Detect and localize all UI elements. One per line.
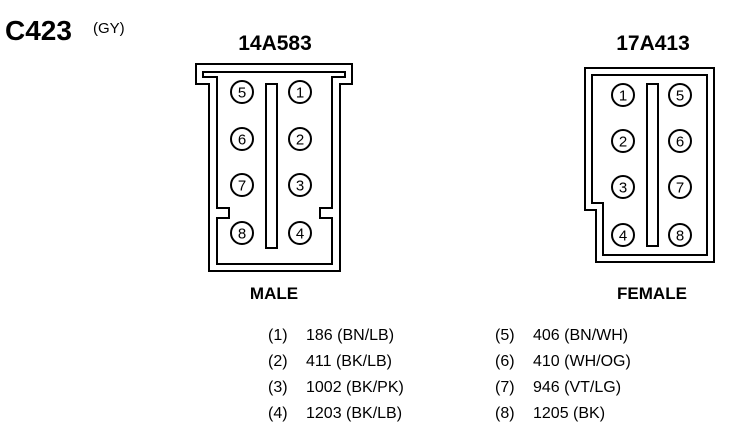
circuit-pin: (5) <box>495 327 515 344</box>
male-pin-2: 2 <box>288 127 312 151</box>
circuit-row: (8) 1205 (BK) <box>495 401 631 427</box>
female-pin-label: 4 <box>619 228 627 245</box>
female-pin-label: 3 <box>619 180 627 197</box>
female-pin-6: 6 <box>668 129 692 153</box>
female-part-number: 17A413 <box>616 32 690 55</box>
male-pin-7: 7 <box>230 173 254 197</box>
circuit-row: (1) 186 (BN/LB) <box>268 323 404 349</box>
female-pin-label: 7 <box>676 180 684 197</box>
male-pin-5: 5 <box>230 80 254 104</box>
circuit-value: 410 (WH/OG) <box>533 353 631 370</box>
female-pin-4: 4 <box>611 223 635 247</box>
circuit-value: 186 (BN/LB) <box>306 327 395 344</box>
female-label: FEMALE <box>617 284 687 303</box>
female-pin-label: 1 <box>619 88 627 105</box>
female-pin-label: 5 <box>676 88 684 105</box>
male-pin-grid: 5 6 7 8 1 2 3 4 <box>230 80 312 245</box>
circuit-row: (4) 1203 (BK/LB) <box>268 401 404 427</box>
male-connector-body <box>195 63 353 272</box>
male-pin-label: 4 <box>296 226 304 243</box>
female-pin-label: 6 <box>676 134 684 151</box>
male-pin-label: 3 <box>296 178 304 195</box>
circuit-row: (2) 411 (BK/LB) <box>268 349 404 375</box>
female-pin-8: 8 <box>668 223 692 247</box>
circuit-row: (3) 1002 (BK/PK) <box>268 375 404 401</box>
connector-id: C423 <box>5 15 72 46</box>
male-part-number: 14A583 <box>238 32 312 55</box>
female-pin-label: 2 <box>619 134 627 151</box>
circuit-value: 1203 (BK/LB) <box>306 405 403 422</box>
circuit-pin: (3) <box>268 379 288 396</box>
circuit-value: 946 (VT/LG) <box>533 379 622 396</box>
male-pin-label: 8 <box>238 226 246 243</box>
female-pin-label: 8 <box>676 228 684 245</box>
circuit-pin: (1) <box>268 327 288 344</box>
circuit-pin: (2) <box>268 353 288 370</box>
connector-color-code: (GY) <box>93 20 125 37</box>
circuit-pin: (8) <box>495 405 515 422</box>
female-pin-2: 2 <box>611 129 635 153</box>
female-pin-3: 3 <box>611 175 635 199</box>
circuit-pin: (4) <box>268 405 288 422</box>
male-pin-label: 5 <box>238 85 246 102</box>
female-pin-grid: 1 2 3 4 5 6 7 8 <box>611 83 692 247</box>
circuit-legend-right: (5) 406 (BN/WH) (6) 410 (WH/OG) (7) 946 … <box>495 323 631 427</box>
female-connector-body <box>584 67 715 263</box>
female-pin-7: 7 <box>668 175 692 199</box>
circuit-row: (5) 406 (BN/WH) <box>495 323 631 349</box>
circuit-legend-left: (1) 186 (BN/LB) (2) 411 (BK/LB) (3) 1002… <box>268 323 404 427</box>
male-pin-label: 6 <box>238 132 246 149</box>
male-pin-1: 1 <box>288 80 312 104</box>
circuit-value: 1002 (BK/PK) <box>306 379 404 396</box>
male-label: MALE <box>250 284 298 303</box>
male-pin-6: 6 <box>230 127 254 151</box>
circuit-value: 1205 (BK) <box>533 405 606 422</box>
male-pin-3: 3 <box>288 173 312 197</box>
circuit-value: 406 (BN/WH) <box>533 327 629 344</box>
circuit-row: (7) 946 (VT/LG) <box>495 375 631 401</box>
circuit-pin: (6) <box>495 353 515 370</box>
female-pin-1: 1 <box>611 83 635 107</box>
male-pin-label: 2 <box>296 132 304 149</box>
female-pin-5: 5 <box>668 83 692 107</box>
circuit-value: 411 (BK/LB) <box>306 353 392 370</box>
male-pin-label: 1 <box>296 85 304 102</box>
male-pin-4: 4 <box>288 221 312 245</box>
circuit-row: (6) 410 (WH/OG) <box>495 349 631 375</box>
male-pin-label: 7 <box>238 178 246 195</box>
male-pin-8: 8 <box>230 221 254 245</box>
circuit-pin: (7) <box>495 379 515 396</box>
